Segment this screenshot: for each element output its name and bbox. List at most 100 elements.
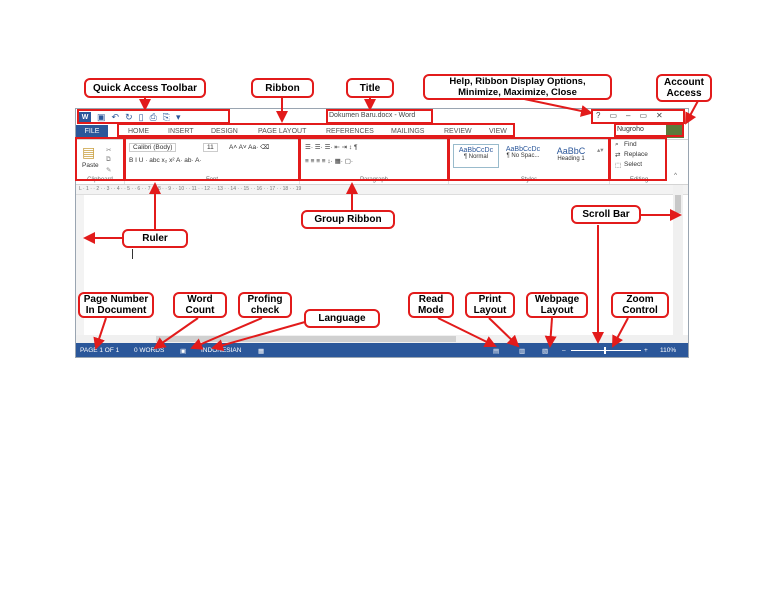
tab-home[interactable]: HOME bbox=[128, 128, 149, 135]
tab-design[interactable]: DESIGN bbox=[211, 128, 238, 135]
vertical-ruler[interactable] bbox=[76, 195, 84, 335]
select-button[interactable]: Select bbox=[624, 161, 643, 168]
paragraph-row-2[interactable]: ≡ ≡ ≡ ≡ ↕· ▦· ▢· bbox=[305, 158, 354, 165]
select-icon[interactable]: ⬚ bbox=[615, 162, 622, 169]
zoom-in-icon[interactable]: + bbox=[644, 347, 648, 354]
tab-references[interactable]: REFERENCES bbox=[326, 128, 374, 135]
style-sample: AaBbCcDc bbox=[458, 147, 494, 154]
avatar[interactable] bbox=[666, 125, 684, 138]
style-normal[interactable]: AaBbCcDc ¶ Normal bbox=[453, 144, 499, 168]
paste-icon[interactable]: ▤ bbox=[82, 144, 96, 160]
close-icon[interactable]: ✕ bbox=[656, 111, 663, 120]
tab-mailings[interactable]: MAILINGS bbox=[391, 128, 425, 135]
paragraph-row-1[interactable]: ☰· ☰· ☰· ⇤ ⇥ ↕ ¶ bbox=[305, 144, 358, 151]
callout-language: Language bbox=[304, 309, 380, 328]
callout-web: Webpage Layout bbox=[526, 292, 588, 318]
arrow-wordcount bbox=[153, 317, 199, 350]
arrow-language bbox=[211, 321, 306, 352]
horizontal-ruler[interactable]: L · 1 · · 2 · · 3 · · 4 · · 5 · · 6 · · … bbox=[76, 185, 688, 195]
print-preview-icon[interactable]: ⎙ bbox=[149, 112, 157, 122]
word-window: W ▣ ↶ ↻ ▯ ⎙ ⎘ ▾ Dokumen Baru.docx - Word… bbox=[75, 108, 689, 358]
ribbon-content: ▤ Paste ✂ ⧉ ✎ Clipboard Calibri (Body) 1… bbox=[76, 140, 688, 185]
styles-scroll-icon[interactable]: ▴▾ bbox=[597, 147, 604, 154]
tab-review[interactable]: REVIEW bbox=[444, 128, 472, 135]
horizontal-scroll-thumb[interactable] bbox=[156, 336, 456, 342]
collapse-ribbon-icon[interactable]: ^ bbox=[674, 172, 678, 179]
help-icon[interactable]: ? bbox=[596, 111, 601, 120]
quick-print-icon[interactable]: ⎘ bbox=[162, 112, 170, 122]
print-layout-icon[interactable]: ▥ bbox=[519, 348, 526, 355]
document-title: Dokumen Baru.docx - Word bbox=[329, 112, 416, 119]
zoom-out-icon[interactable]: – bbox=[562, 347, 566, 354]
save-icon[interactable]: ▣ bbox=[97, 112, 106, 122]
callout-qat: Quick Access Toolbar bbox=[84, 78, 206, 98]
style-sample: AaBbC bbox=[556, 146, 586, 156]
callout-ruler: Ruler bbox=[122, 229, 188, 248]
replace-button[interactable]: Replace bbox=[624, 151, 648, 158]
style-name: ¶ Normal bbox=[463, 154, 489, 160]
ribbon-display-icon[interactable]: ▭ bbox=[609, 111, 618, 120]
account-name[interactable]: Nugroho bbox=[617, 126, 644, 133]
style-no-spacing[interactable]: AaBbCcDc ¶ No Spac... bbox=[501, 144, 545, 166]
proofing-icon[interactable]: ▣ bbox=[180, 348, 187, 355]
style-name: ¶ No Spac... bbox=[506, 153, 540, 159]
highlight-account bbox=[614, 123, 684, 137]
page-number[interactable]: PAGE 1 OF 1 bbox=[80, 347, 120, 354]
minimize-icon[interactable]: – bbox=[626, 111, 631, 120]
arrow-account bbox=[685, 98, 700, 125]
maximize-icon[interactable]: ▭ bbox=[639, 111, 648, 120]
undo-icon[interactable]: ↶ bbox=[111, 112, 120, 122]
highlight-group-editing bbox=[609, 137, 667, 181]
ruler-marks: L · 1 · · 2 · · 3 · · 4 · · 5 · · 6 · · … bbox=[79, 186, 302, 192]
web-layout-icon[interactable]: ▧ bbox=[542, 348, 549, 355]
style-name: Heading 1 bbox=[557, 156, 585, 162]
highlight-tabs bbox=[117, 123, 515, 137]
new-doc-icon[interactable]: ▯ bbox=[138, 112, 144, 122]
cut-icon[interactable]: ✂ bbox=[106, 147, 112, 154]
arrow-read bbox=[437, 317, 497, 347]
font-name-select[interactable]: Calibri (Body) bbox=[129, 143, 177, 152]
tab-page-layout[interactable]: PAGE LAYOUT bbox=[258, 128, 307, 135]
word-logo-icon: W bbox=[79, 111, 91, 123]
read-mode-icon[interactable]: ▤ bbox=[493, 348, 500, 355]
customize-icon[interactable]: ▾ bbox=[175, 112, 181, 122]
style-heading-1[interactable]: AaBbC Heading 1 bbox=[549, 144, 593, 166]
callout-read: Read Mode bbox=[408, 292, 454, 318]
find-icon[interactable]: ⌕ bbox=[615, 141, 619, 148]
arrow-proof bbox=[190, 317, 263, 350]
tab-view[interactable]: VIEW bbox=[489, 128, 507, 135]
callout-title: Title bbox=[346, 78, 394, 98]
callout-ribbon: Ribbon bbox=[251, 78, 314, 98]
vertical-scroll-thumb[interactable] bbox=[675, 195, 681, 213]
arrow-web bbox=[544, 317, 557, 348]
callout-help: Help, Ribbon Display Options, Minimize, … bbox=[423, 74, 612, 100]
grow-shrink-font-icon[interactable]: A˄ A˅ Aa· ⌫ bbox=[229, 144, 270, 151]
arrow-pagenum bbox=[93, 317, 107, 350]
arrow-zoom bbox=[612, 317, 629, 348]
macro-icon[interactable]: ▦ bbox=[258, 348, 265, 355]
callout-proof: Profing check bbox=[238, 292, 292, 318]
find-button[interactable]: Find bbox=[624, 141, 637, 148]
vertical-scrollbar[interactable] bbox=[673, 185, 683, 335]
font-format-row[interactable]: B I U · abc x₂ x² A· ab· A· bbox=[129, 157, 202, 164]
paste-button[interactable]: Paste bbox=[82, 162, 99, 169]
status-bar: PAGE 1 OF 1 0 WORDS ▣ INDONESIAN ▦ ▤ ▥ ▧… bbox=[76, 343, 688, 357]
callout-pagenum: Page Number In Document bbox=[78, 292, 154, 318]
replace-icon[interactable]: ⇄ bbox=[615, 152, 621, 159]
zoom-slider-knob[interactable] bbox=[604, 347, 606, 354]
zoom-level[interactable]: 110% bbox=[660, 347, 677, 354]
tab-insert[interactable]: INSERT bbox=[168, 128, 194, 135]
tab-file[interactable]: FILE bbox=[76, 125, 108, 139]
quick-access-toolbar: W ▣ ↶ ↻ ▯ ⎙ ⎘ ▾ bbox=[79, 111, 181, 123]
zoom-slider[interactable] bbox=[571, 350, 641, 351]
redo-icon[interactable]: ↻ bbox=[125, 112, 133, 122]
copy-icon[interactable]: ⧉ bbox=[106, 156, 111, 163]
callout-account: Account Access bbox=[656, 74, 712, 102]
callout-wordcount: Word Count bbox=[173, 292, 227, 318]
word-count[interactable]: 0 WORDS bbox=[134, 347, 165, 354]
format-painter-icon[interactable]: ✎ bbox=[106, 167, 112, 174]
callout-zoom: Zoom Control bbox=[611, 292, 669, 318]
font-size-select[interactable]: 11 bbox=[203, 143, 218, 152]
text-cursor bbox=[132, 249, 133, 259]
